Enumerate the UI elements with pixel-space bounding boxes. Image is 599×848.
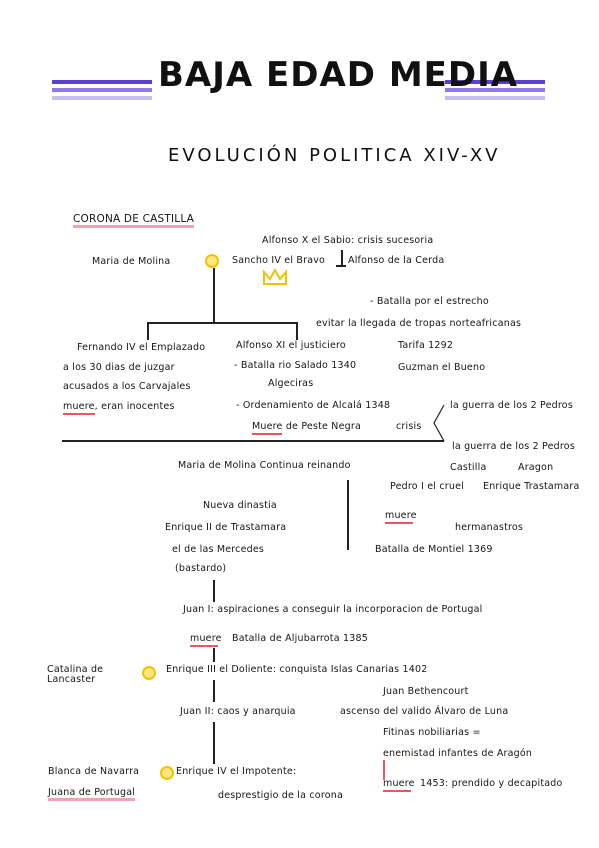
vline-middle	[347, 480, 349, 550]
tree-trunk-4	[213, 680, 215, 702]
highlight-muere-1453	[383, 790, 411, 792]
header-stripe-right-2	[445, 88, 545, 92]
note-blanca: Blanca de Navarra	[48, 766, 140, 777]
note-muere-1453: 1453: prendido y decapitado	[420, 778, 563, 789]
note-bastardo: (bastardo)	[175, 563, 227, 574]
marriage-ring-icon-3	[160, 766, 174, 780]
note-enrique-iv: Enrique IV el Impotente:	[176, 766, 297, 777]
note-juan-i: Juan I: aspiraciones a conseguir la inco…	[183, 604, 483, 615]
divider-sancho-alfonso-base	[336, 265, 346, 267]
note-desprestigio: desprestigio de la corona	[218, 790, 343, 801]
note-crisis: crisis	[396, 421, 422, 432]
highlight-muere-1453-v	[383, 760, 385, 780]
note-treinta-dias: a los 30 dias de juzgar	[63, 362, 175, 373]
page-title: BAJA EDAD MEDIA	[158, 55, 519, 95]
note-catalina: Catalina de Lancaster	[47, 664, 104, 685]
note-batalla-salado: - Batalla rio Salado 1340	[234, 360, 357, 371]
highlight-muere-peste	[252, 433, 282, 435]
note-muere-inocentes: muere, eran inocentes	[63, 401, 175, 412]
note-fitinas: Fitinas nobiliarias =	[383, 727, 481, 738]
note-enrique-ii: Enrique II de Trastamara	[165, 522, 287, 533]
note-batalla-montiel: Batalla de Montiel 1369	[375, 544, 493, 555]
tree-branch-1	[147, 322, 297, 324]
highlight-muere-juan	[190, 645, 218, 647]
tree-trunk-1	[213, 268, 215, 323]
note-juana: Juana de Portugal	[48, 787, 136, 801]
tree-trunk-5	[213, 722, 215, 764]
note-fernando-iv: Fernando IV el Emplazado	[77, 342, 206, 353]
note-alfonso-cerda: Alfonso de la Cerda	[348, 255, 445, 266]
note-muere-3: muere	[383, 778, 415, 789]
note-bethencourt: Juan Bethencourt	[383, 686, 469, 697]
note-guzman: Guzman el Bueno	[398, 362, 486, 373]
note-muere-1: muere	[385, 510, 417, 521]
header-stripe-left-2	[52, 88, 152, 92]
page-subtitle: EVOLUCIÓN POLITICA XIV-XV	[168, 145, 501, 166]
highlight-muere-1	[63, 413, 95, 415]
section-heading: CORONA DE CASTILLA	[73, 213, 195, 228]
header-stripe-right-3	[445, 96, 545, 100]
note-guerra-2-pedros: la guerra de los 2 Pedros	[452, 441, 575, 452]
highlight-muere-pedro	[385, 522, 413, 524]
tree-leg-right	[296, 322, 298, 340]
bracket-icon	[433, 404, 445, 442]
note-castilla: Castilla	[450, 462, 487, 473]
note-algeciras: Algeciras	[268, 378, 314, 389]
crown-icon	[263, 268, 287, 285]
tree-trunk-2	[213, 580, 215, 602]
header-stripe-right-1	[445, 80, 545, 84]
note-pedro-cruel: Pedro I el cruel	[390, 481, 464, 492]
note-maria-molina: Maria de Molina	[92, 256, 171, 267]
note-enrique-trastamara-right: Enrique Trastamara	[483, 481, 580, 492]
note-aragon: Aragon	[518, 462, 554, 473]
note-enrique-iii: Enrique III el Doliente: conquista Islas…	[166, 664, 428, 675]
marriage-ring-icon	[205, 254, 219, 268]
note-enemistad: enemistad infantes de Aragón	[383, 748, 533, 759]
note-batalla-estrecho: - Batalla por el estrecho	[370, 296, 489, 307]
note-ascenso-alvaro: ascenso del valido Álvaro de Luna	[340, 706, 509, 717]
note-mercedes: el de las Mercedes	[172, 544, 265, 555]
note-evitar-llegada: evitar la llegada de tropas norteafrican…	[316, 318, 522, 329]
note-juan-ii: Juan II: caos y anarquia	[180, 706, 296, 717]
note-maria-continua: Maria de Molina Continua reinando	[178, 460, 351, 471]
divider-sancho-alfonso	[341, 250, 343, 266]
note-guerra-dos-pedros: la guerra de los 2 Pedros	[450, 400, 573, 411]
marriage-ring-icon-2	[142, 666, 156, 680]
note-nueva-dinastia: Nueva dinastia	[203, 500, 277, 511]
note-muere-2: muere	[190, 633, 222, 644]
note-hermanastros: hermanastros	[455, 522, 524, 533]
tree-trunk-3	[213, 648, 215, 662]
note-tarifa: Tarifa 1292	[398, 340, 454, 351]
header-stripe-left-1	[52, 80, 152, 84]
note-sancho-iv: Sancho IV el Bravo	[232, 255, 326, 266]
note-alfonso-xi: Alfonso XI el justiciero	[236, 340, 346, 351]
note-ordenamiento: - Ordenamiento de Alcalá 1348	[236, 400, 391, 411]
note-muere-peste: Muere de Peste Negra	[252, 421, 362, 432]
header-stripe-left-3	[52, 96, 152, 100]
tree-leg-left	[147, 322, 149, 340]
note-acusados: acusados a los Carvajales	[63, 381, 191, 392]
section-divider	[62, 440, 444, 442]
note-alfonso-x: Alfonso X el Sabio: crisis sucesoria	[262, 235, 434, 246]
note-aljubarrota: Batalla de Aljubarrota 1385	[232, 633, 368, 644]
